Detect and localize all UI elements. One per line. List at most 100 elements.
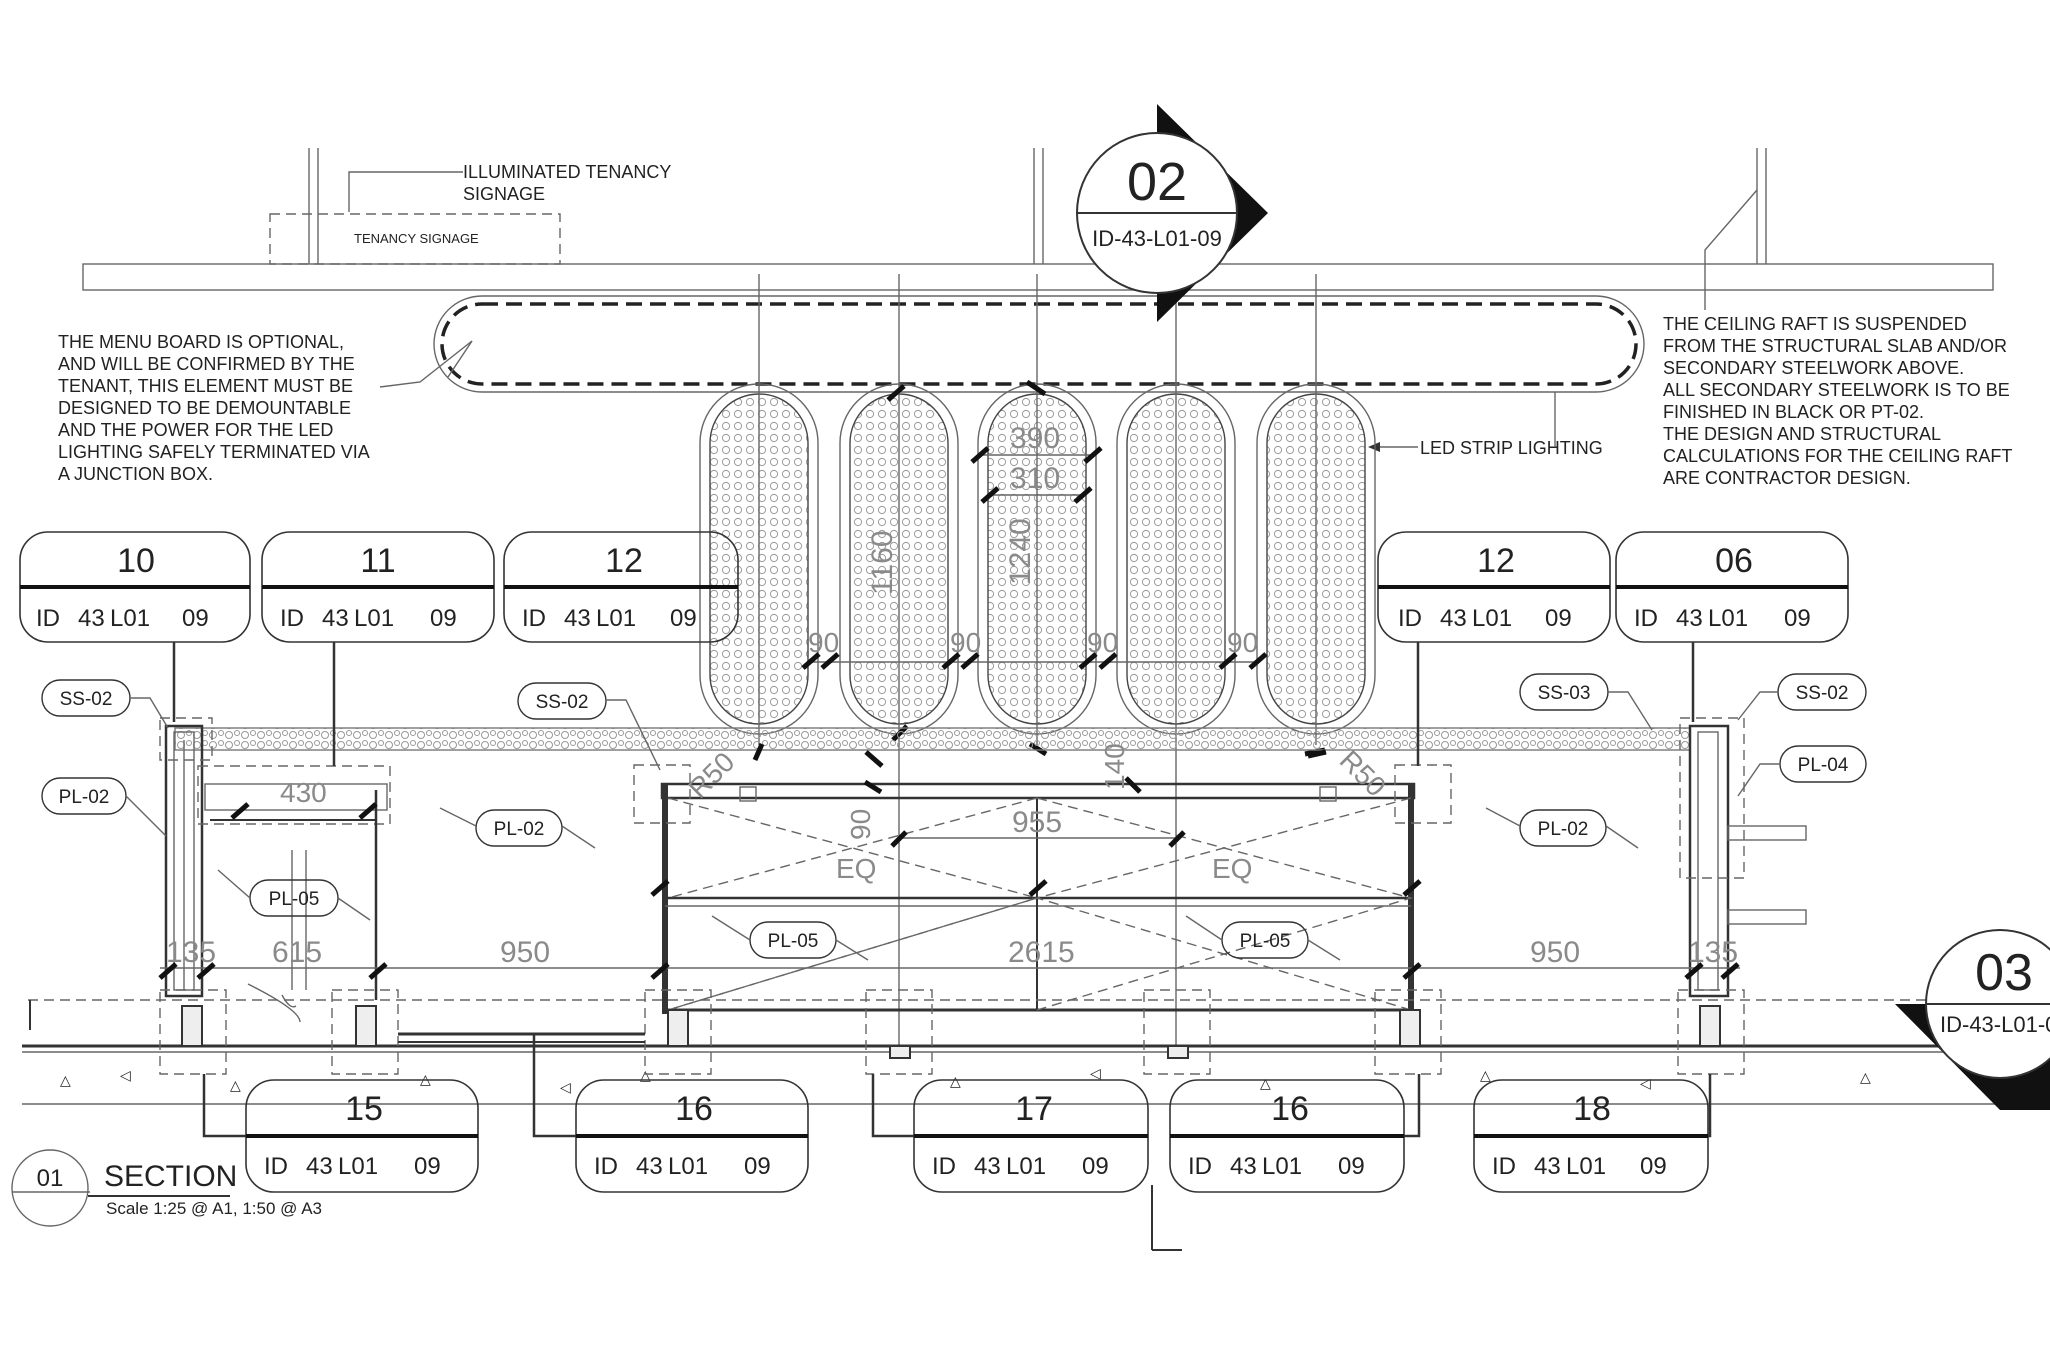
svg-text:△: △ (1860, 1069, 1871, 1085)
marker-number: 03 (1975, 944, 2033, 1002)
pod-2 (839, 274, 959, 1045)
svg-text:◁: ◁ (120, 1067, 131, 1083)
raft-note-line-7: CALCULATIONS FOR THE CEILING RAFT (1663, 446, 2012, 466)
svg-text:◁: ◁ (560, 1079, 571, 1095)
dim-r50-right: R50 (1334, 744, 1392, 802)
sink-unit: 430 (197, 765, 391, 1023)
floor-slab: △◁△ △◁△ △◁△ △◁△ (22, 999, 2020, 1251)
counter-top-band (174, 727, 1691, 751)
detail-tag-bottom-1[interactable]: 15 ID 43 L01 09 (202, 1074, 479, 1193)
dim-390: 390 (1010, 422, 1060, 455)
tag-sheet: 43 (564, 605, 591, 632)
detail-tag-top-4[interactable]: 12 ID 43 L01 09 (1377, 531, 1611, 766)
svg-text:△: △ (420, 1071, 431, 1087)
material-tag-label: SS-02 (536, 692, 589, 713)
dim-2615: 2615 (1008, 936, 1075, 969)
illuminated-signage-line-1: ILLUMINATED TENANCY (463, 162, 671, 182)
pod-dimensions: 390 310 1160 1240 90 90 90 90 (801, 379, 1326, 757)
menu-note-line-4: DESIGNED TO BE DEMOUNTABLE (58, 398, 351, 418)
material-tag-pl-05-centre-left[interactable]: PL-05 (711, 915, 869, 961)
material-tag-ss-02-right[interactable]: SS-02 (1737, 673, 1867, 721)
tag-id: ID (522, 605, 546, 632)
svg-text:◁: ◁ (1640, 1075, 1651, 1091)
material-tag-pl-02-right[interactable]: PL-02 (1485, 807, 1639, 849)
section-title-block: 01 SECTION Scale 1:25 @ A1, 1:50 @ A3 (11, 1149, 322, 1227)
tag-page: 09 (1784, 605, 1811, 632)
material-tag-ss-03[interactable]: SS-03 (1519, 673, 1653, 731)
detail-tag-top-2[interactable]: 11 ID 43 L01 09 (261, 531, 495, 766)
detail-tag-bottom-3[interactable]: 17 ID 43 L01 09 (871, 1074, 1149, 1193)
tag-sheet: 43 (78, 605, 105, 632)
detail-tag-top-5[interactable]: 06 ID 43 L01 09 (1615, 531, 1849, 722)
raft-note-line-3: SECONDARY STEELWORK ABOVE. (1663, 358, 1964, 378)
tag-level: L01 (1006, 1153, 1046, 1180)
material-tag-pl-05-left[interactable]: PL-05 (217, 869, 371, 921)
svg-text:△: △ (1260, 1075, 1271, 1091)
dim-140: 140 (1099, 743, 1130, 790)
material-tag-ss-02-left[interactable]: SS-02 (41, 679, 169, 729)
material-tag-pl-04[interactable]: PL-04 (1737, 745, 1867, 797)
tag-id: ID (932, 1153, 956, 1180)
dim-615: 615 (272, 936, 322, 969)
marker-number: 02 (1127, 152, 1187, 212)
detail-tag-bottom-5[interactable]: 18 ID 43 L01 09 (1473, 1074, 1712, 1193)
dim-1160: 1160 (866, 530, 899, 595)
tag-level: L01 (1566, 1153, 1606, 1180)
tag-page: 09 (1545, 605, 1572, 632)
marker-ref: ID-43-L01-09 (1092, 226, 1222, 251)
tag-id: ID (1398, 605, 1422, 632)
tag-id: ID (594, 1153, 618, 1180)
material-tag-pl-05-centre-right[interactable]: PL-05 (1185, 915, 1341, 961)
section-marker-03[interactable]: 03 ID-43-L01-0 (1895, 929, 2050, 1110)
dim-90-a: 90 (808, 627, 839, 658)
detail-tag-top-3[interactable]: 12 ID 43 L01 09 (503, 531, 739, 643)
section-name: SECTION (104, 1160, 237, 1193)
signage-label: TENANCY SIGNAGE (354, 231, 479, 246)
material-tag-label: PL-04 (1798, 755, 1849, 776)
raft-note-line-6: THE DESIGN AND STRUCTURAL (1663, 424, 1941, 444)
led-strip-label: LED STRIP LIGHTING (1420, 438, 1603, 458)
led-strip-note: LED STRIP LIGHTING (1368, 392, 1603, 458)
material-tag-label: SS-02 (1796, 683, 1849, 704)
marker-ref: ID-43-L01-0 (1940, 1012, 2050, 1037)
tag-number: 18 (1573, 1090, 1611, 1128)
tag-id: ID (1188, 1153, 1212, 1180)
material-tag-label: PL-02 (1538, 819, 1589, 840)
tag-level: L01 (1472, 605, 1512, 632)
material-tag-label: PL-05 (1240, 931, 1291, 952)
tag-level: L01 (1708, 605, 1748, 632)
svg-text:△: △ (640, 1067, 651, 1083)
pod-1 (699, 274, 819, 745)
dim-eq-left: EQ (836, 853, 876, 884)
pod-5 (1256, 274, 1376, 745)
tag-number: 12 (1477, 542, 1515, 580)
tag-sheet: 43 (322, 605, 349, 632)
material-tag-pl-02-centre[interactable]: PL-02 (439, 807, 596, 849)
ceiling-raft-note: THE CEILING RAFT IS SUSPENDED FROM THE S… (1663, 189, 2012, 488)
tag-sheet: 43 (1534, 1153, 1561, 1180)
detail-tag-top-1[interactable]: 10 ID 43 L01 09 (19, 531, 251, 722)
material-tag-label: SS-03 (1538, 683, 1591, 704)
raft-note-line-2: FROM THE STRUCTURAL SLAB AND/OR (1663, 336, 2007, 356)
tag-id: ID (280, 605, 304, 632)
material-tag-pl-02-left[interactable]: PL-02 (41, 777, 167, 837)
tag-id: ID (1634, 605, 1658, 632)
tag-level: L01 (110, 605, 150, 632)
tag-number: 11 (360, 542, 395, 580)
material-tag-ss-02-centre[interactable]: SS-02 (517, 682, 661, 771)
horizontal-dimensions: 135 615 950 2615 950 135 (158, 802, 1740, 980)
tag-level: L01 (596, 605, 636, 632)
tag-number: 06 (1715, 542, 1753, 580)
detail-tag-bottom-4[interactable]: 16 ID 43 L01 09 (1169, 1074, 1421, 1193)
dim-90-vertical: 90 (845, 809, 876, 840)
dim-950-right: 950 (1530, 936, 1580, 969)
detail-tag-bottom-2[interactable]: 16 ID 43 L01 09 (532, 1034, 809, 1193)
pod-4 (1116, 274, 1236, 1045)
tag-page: 09 (1640, 1153, 1667, 1180)
material-tag-label: PL-05 (768, 931, 819, 952)
tag-number: 17 (1015, 1090, 1053, 1128)
section-marker-02[interactable]: 02 ID-43-L01-09 (1076, 104, 1268, 322)
tag-number: 16 (1271, 1090, 1309, 1128)
tenancy-signage: TENANCY SIGNAGE (269, 213, 561, 265)
